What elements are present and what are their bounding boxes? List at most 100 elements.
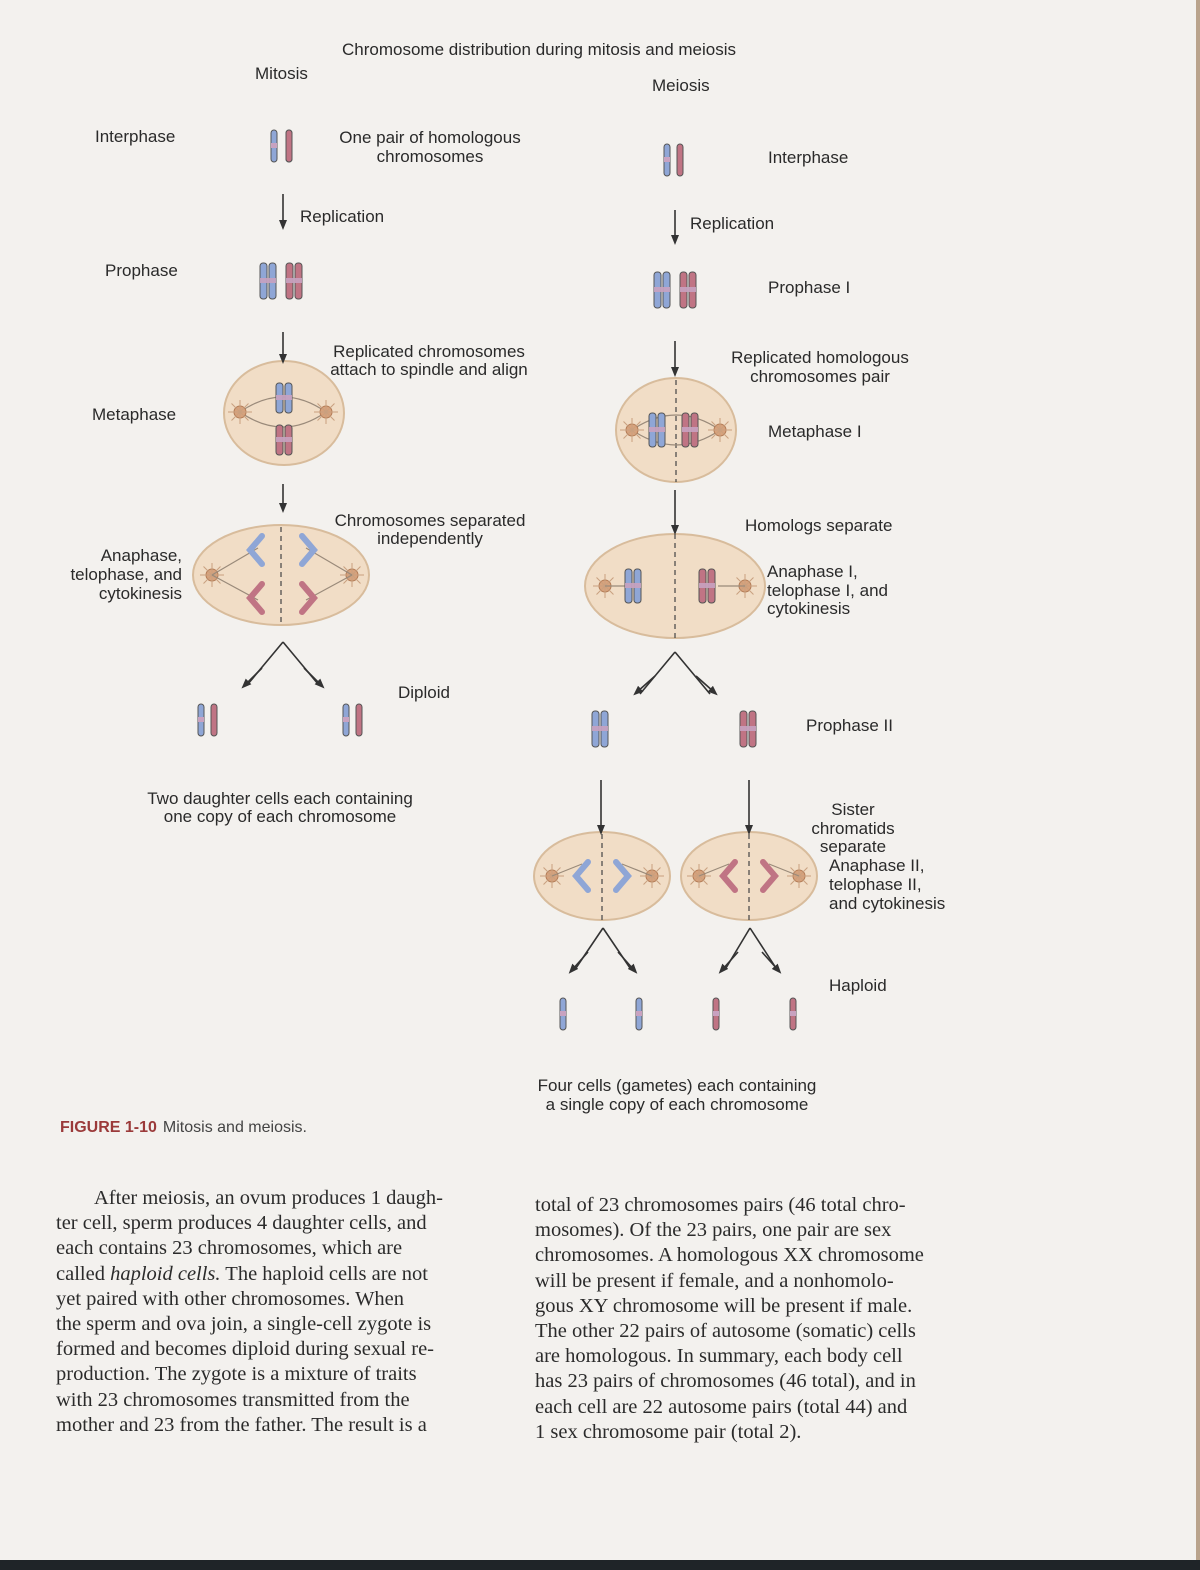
chromosome: [739, 710, 757, 748]
separating-chromatid: [299, 533, 318, 567]
text-line: each contains 23 chromosomes, which are: [56, 1237, 403, 1260]
split-line: [247, 641, 319, 685]
aster-ray: [719, 421, 729, 431]
anaphase-ii-label-1: Anaphase II,: [829, 856, 925, 875]
mitosis-metaphase-label: Metaphase: [92, 405, 177, 424]
mitosis-anaphase-label-2: telophase, and: [70, 565, 182, 584]
text-line: mother and 23 from the father. The resul…: [56, 1413, 427, 1436]
arrow: [617, 951, 638, 974]
chromosome: [270, 129, 278, 163]
aster-ray: [623, 429, 633, 439]
sister-chromatids-note-3: separate: [819, 837, 887, 856]
figure-title: Chromosome distribution during mitosis a…: [342, 40, 736, 59]
centromere: [276, 395, 292, 400]
separating-chromatid: [299, 581, 318, 615]
aster-ray: [604, 585, 614, 595]
centromere: [654, 287, 670, 292]
aster-ray: [623, 421, 633, 431]
chromatid: [676, 143, 684, 177]
chromosome: [681, 412, 699, 448]
metaphase-i-label: Metaphase I: [768, 422, 862, 441]
chromosome: [275, 424, 293, 456]
aster-ray: [651, 867, 661, 877]
chromosome: [698, 568, 716, 604]
aster-ray: [231, 403, 241, 413]
mitosis-anaphase-label-1: Anaphase,: [100, 546, 182, 565]
centromere: [680, 287, 696, 292]
centromere: [260, 278, 276, 283]
sister-chromatids-note-2: chromatids: [811, 819, 895, 838]
attach-spindle-note-2: attach to spindle and align: [330, 360, 528, 379]
chromosome: [712, 997, 720, 1031]
text-line: will be present if female, and a nonhomo…: [535, 1269, 894, 1292]
separating-chromatid: [246, 581, 265, 615]
aster-ray: [711, 421, 721, 431]
text-line: 1 sex chromosome pair (total 2).: [535, 1420, 802, 1443]
meiosis-replication-label: Replication: [690, 214, 775, 233]
text-run: The haploid cells are not: [220, 1262, 428, 1285]
aster-ray: [317, 411, 327, 421]
anaphase-i-label-1: Anaphase I,: [767, 562, 858, 581]
chromosome: [591, 710, 609, 748]
aster-ray: [203, 574, 213, 584]
chromatid: [285, 129, 293, 163]
chromatid: [210, 703, 218, 737]
aster-ray: [736, 577, 746, 587]
aster-ray: [698, 867, 708, 877]
aster-ray: [596, 585, 606, 595]
meiosis-heading: Meiosis: [652, 76, 710, 95]
spindle-fiber: [768, 863, 800, 877]
aster-ray: [711, 429, 721, 439]
aster-ray: [203, 566, 213, 576]
separating-chromatid: [613, 859, 632, 893]
figure-number: FIGURE 1-10: [60, 1119, 157, 1136]
aster-ray: [719, 429, 729, 439]
mitosis-heading: Mitosis: [255, 64, 308, 83]
arrow: [303, 667, 325, 689]
aster-ray: [239, 411, 249, 421]
aster-ray: [690, 867, 700, 877]
arrow: [761, 951, 782, 974]
daughter-cells-note-2: one copy of each chromosome: [163, 807, 397, 826]
separating-chromatid: [760, 859, 779, 893]
body-text-left: After meiosis, an ovum produces 1 daugh-…: [56, 1186, 443, 1438]
split-line: [575, 927, 631, 969]
homologous-pair-note-b: chromosomes pair: [750, 367, 890, 386]
centromere: [713, 1011, 719, 1016]
aster-ray: [798, 875, 808, 885]
chromosome: [635, 997, 643, 1031]
aster-ray: [631, 429, 641, 439]
text-line: with 23 chromosomes transmitted from the: [56, 1388, 410, 1411]
centromere: [276, 437, 292, 442]
mitosis-replication-label: Replication: [300, 207, 385, 226]
gametes-note-1: Four cells (gametes) each containing: [537, 1076, 817, 1095]
chromosome: [197, 703, 205, 737]
separated-note-2: independently: [377, 529, 483, 548]
mitosis-anaphase-label-3: cytokinesis: [98, 584, 182, 603]
aster-ray: [239, 403, 249, 413]
mitosis-meiosis-diagram: [192, 129, 818, 1031]
aster-ray: [543, 867, 553, 877]
arrow: [568, 951, 589, 974]
text-line: The other 22 pairs of autosome (somatic)…: [535, 1319, 916, 1342]
homologous-pair-note-a: Replicated homologous: [731, 348, 909, 367]
split-line: [639, 651, 711, 695]
spindle-fiber: [631, 414, 721, 431]
centromere: [625, 583, 641, 588]
text-line: production. The zygote is a mixture of t…: [56, 1363, 417, 1386]
aster-ray: [798, 867, 808, 877]
text-line: has 23 pairs of chromosomes (46 total), …: [535, 1370, 916, 1393]
haploid-label: Haploid: [829, 976, 887, 995]
aster-ray: [631, 421, 641, 431]
spindle-fiber: [621, 863, 653, 877]
spindle-fiber: [551, 863, 583, 877]
aster-ray: [643, 867, 653, 877]
aster-ray: [231, 411, 241, 421]
chromosome: [653, 271, 671, 309]
centromere: [682, 427, 698, 432]
centromere: [636, 1011, 642, 1016]
text-line: gous XY chromosome will be present if ma…: [535, 1294, 913, 1317]
text-line: After meiosis, an ovum produces 1 daugh-: [94, 1187, 443, 1209]
centromere: [790, 1011, 796, 1016]
